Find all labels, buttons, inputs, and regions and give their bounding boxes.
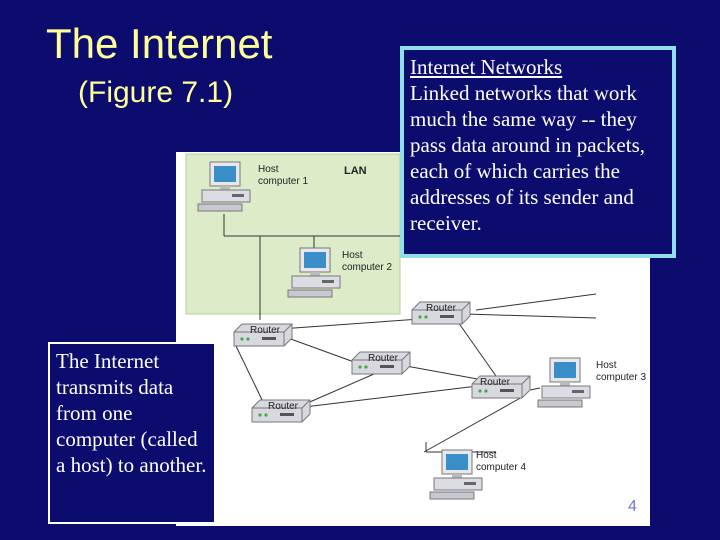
router-1: Router xyxy=(233,323,293,347)
router-3: Router xyxy=(411,301,471,325)
svg-text:Host: Host xyxy=(342,250,363,261)
host-computer-4: Host computer 4 xyxy=(429,449,526,500)
slide-subtitle: (Figure 7.1) xyxy=(78,76,234,109)
svg-text:Host: Host xyxy=(476,450,497,461)
network-diagram: LAN Host com xyxy=(185,153,646,500)
host-computer-1: Host computer 1 xyxy=(197,161,308,212)
slide-title: The Internet xyxy=(46,20,273,67)
the-internet-callout: The Internet transmits data from one com… xyxy=(48,342,216,524)
svg-text:Router: Router xyxy=(480,377,511,388)
router-2: Router xyxy=(351,351,411,375)
host-computer-2: Host computer 2 xyxy=(287,247,392,298)
svg-text:Host: Host xyxy=(258,164,279,175)
svg-text:Host: Host xyxy=(596,360,617,371)
the-internet-heading: The Internet xyxy=(56,349,160,373)
svg-text:computer 2: computer 2 xyxy=(342,262,392,273)
svg-text:Router: Router xyxy=(368,353,399,364)
svg-text:Router: Router xyxy=(250,325,281,336)
internet-networks-callout: Internet Networks Linked networks that w… xyxy=(400,46,676,258)
host-computer-3: Host computer 3 xyxy=(537,357,646,408)
the-internet-text: transmits data from one computer (called… xyxy=(56,375,207,477)
svg-text:computer 3: computer 3 xyxy=(596,372,646,383)
slide-number: 4 xyxy=(628,498,637,515)
router-5: Router xyxy=(251,399,311,423)
internet-networks-heading: Internet Networks xyxy=(410,55,563,79)
svg-text:Router: Router xyxy=(426,303,457,314)
svg-text:Router: Router xyxy=(268,401,299,412)
svg-text:computer 1: computer 1 xyxy=(258,176,308,187)
svg-text:computer 4: computer 4 xyxy=(476,462,526,473)
lan-label: LAN xyxy=(344,165,367,177)
internet-networks-text: Linked networks that work much the same … xyxy=(410,81,646,235)
router-4: Router xyxy=(471,375,531,399)
